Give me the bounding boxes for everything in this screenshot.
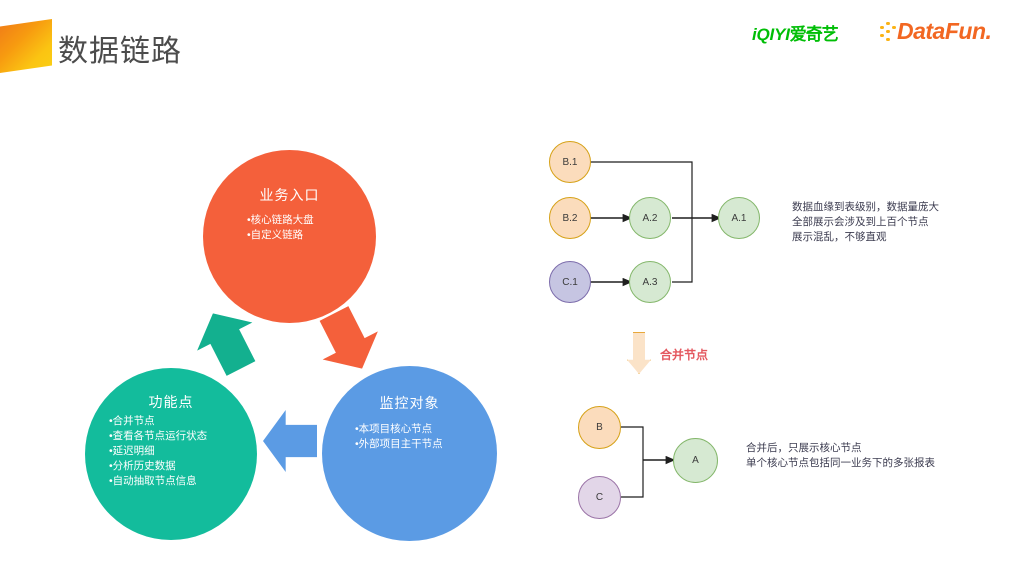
note-line: 全部展示会涉及到上百个节点 [792, 216, 929, 228]
graph-node[interactable]: B.2 [549, 197, 591, 239]
cycle-circle-monitor-targets: 监控对象 •本项目核心节点 •外部项目主干节点 [322, 366, 497, 541]
circle-title: 监控对象 [379, 395, 440, 411]
note-after: 合并后，只展示核心节点 单个核心节点包括同一业务下的多张报表 [746, 441, 935, 471]
list-item: •核心链路大盘 [247, 214, 314, 226]
page-title: 数据链路 [58, 35, 182, 68]
iqiyi-logo-latin: iQIYI [752, 25, 790, 44]
merge-arrow-down-icon [627, 332, 651, 374]
lineage-graph-after: B C A [570, 400, 730, 525]
graph-node[interactable]: C.1 [549, 261, 591, 303]
merge-node-label: 合并节点 [660, 348, 709, 362]
graph-node[interactable]: A.2 [629, 197, 671, 239]
cycle-circle-function-points: 功能点 •合并节点 •查看各节点运行状态 •延迟明细 •分析历史数据 •自动抽取… [85, 368, 257, 540]
list-item: •查看各节点运行状态 [109, 430, 208, 442]
brand-mark-icon [0, 19, 52, 73]
list-item: •自定义链路 [247, 229, 304, 241]
lineage-edges-before [590, 161, 722, 287]
note-line: 合并后，只展示核心节点 [746, 442, 862, 454]
circle-title: 业务入口 [259, 187, 320, 203]
graph-node[interactable]: B.1 [549, 141, 591, 183]
list-item: •分析历史数据 [109, 460, 176, 472]
datafun-dots-icon [880, 21, 896, 42]
graph-node[interactable]: C [578, 476, 621, 519]
datafun-logo: DataFun. [880, 18, 992, 45]
graph-node[interactable]: A.1 [718, 197, 760, 239]
note-before: 数据血缘到表级别，数据量庞大 全部展示会涉及到上百个节点 展示混乱，不够直观 [792, 200, 939, 245]
circle-bullet-list: •本项目核心节点 •外部项目主干节点 [322, 422, 497, 452]
note-line: 展示混乱，不够直观 [792, 231, 887, 243]
graph-node[interactable]: A [673, 438, 718, 483]
cycle-arrow-left-icon [263, 410, 317, 472]
note-line: 单个核心节点包括同一业务下的多张报表 [746, 457, 935, 469]
lineage-graph-before: B.1 B.2 C.1 A.2 A.3 A.1 [540, 130, 780, 310]
list-item: •自动抽取节点信息 [109, 475, 197, 487]
list-item: •外部项目主干节点 [355, 438, 443, 450]
list-item: •本项目核心节点 [355, 423, 433, 435]
cycle-circle-business-entry: 业务入口 •核心链路大盘 •自定义链路 [203, 150, 376, 323]
iqiyi-logo: iQIYI爱奇艺 [752, 20, 839, 45]
note-line: 数据血缘到表级别，数据量庞大 [792, 201, 939, 213]
circle-bullet-list: •合并节点 •查看各节点运行状态 •延迟明细 •分析历史数据 •自动抽取节点信息 [85, 414, 257, 489]
list-item: •合并节点 [109, 415, 155, 427]
datafun-logo-word: DataFun. [897, 18, 992, 44]
lineage-edges-after [621, 426, 676, 498]
iqiyi-logo-cn: 爱奇艺 [789, 25, 839, 44]
graph-node[interactable]: A.3 [629, 261, 671, 303]
circle-title: 功能点 [148, 394, 194, 410]
circle-bullet-list: •核心链路大盘 •自定义链路 [203, 213, 376, 243]
list-item: •延迟明细 [109, 445, 155, 457]
graph-node[interactable]: B [578, 406, 621, 449]
